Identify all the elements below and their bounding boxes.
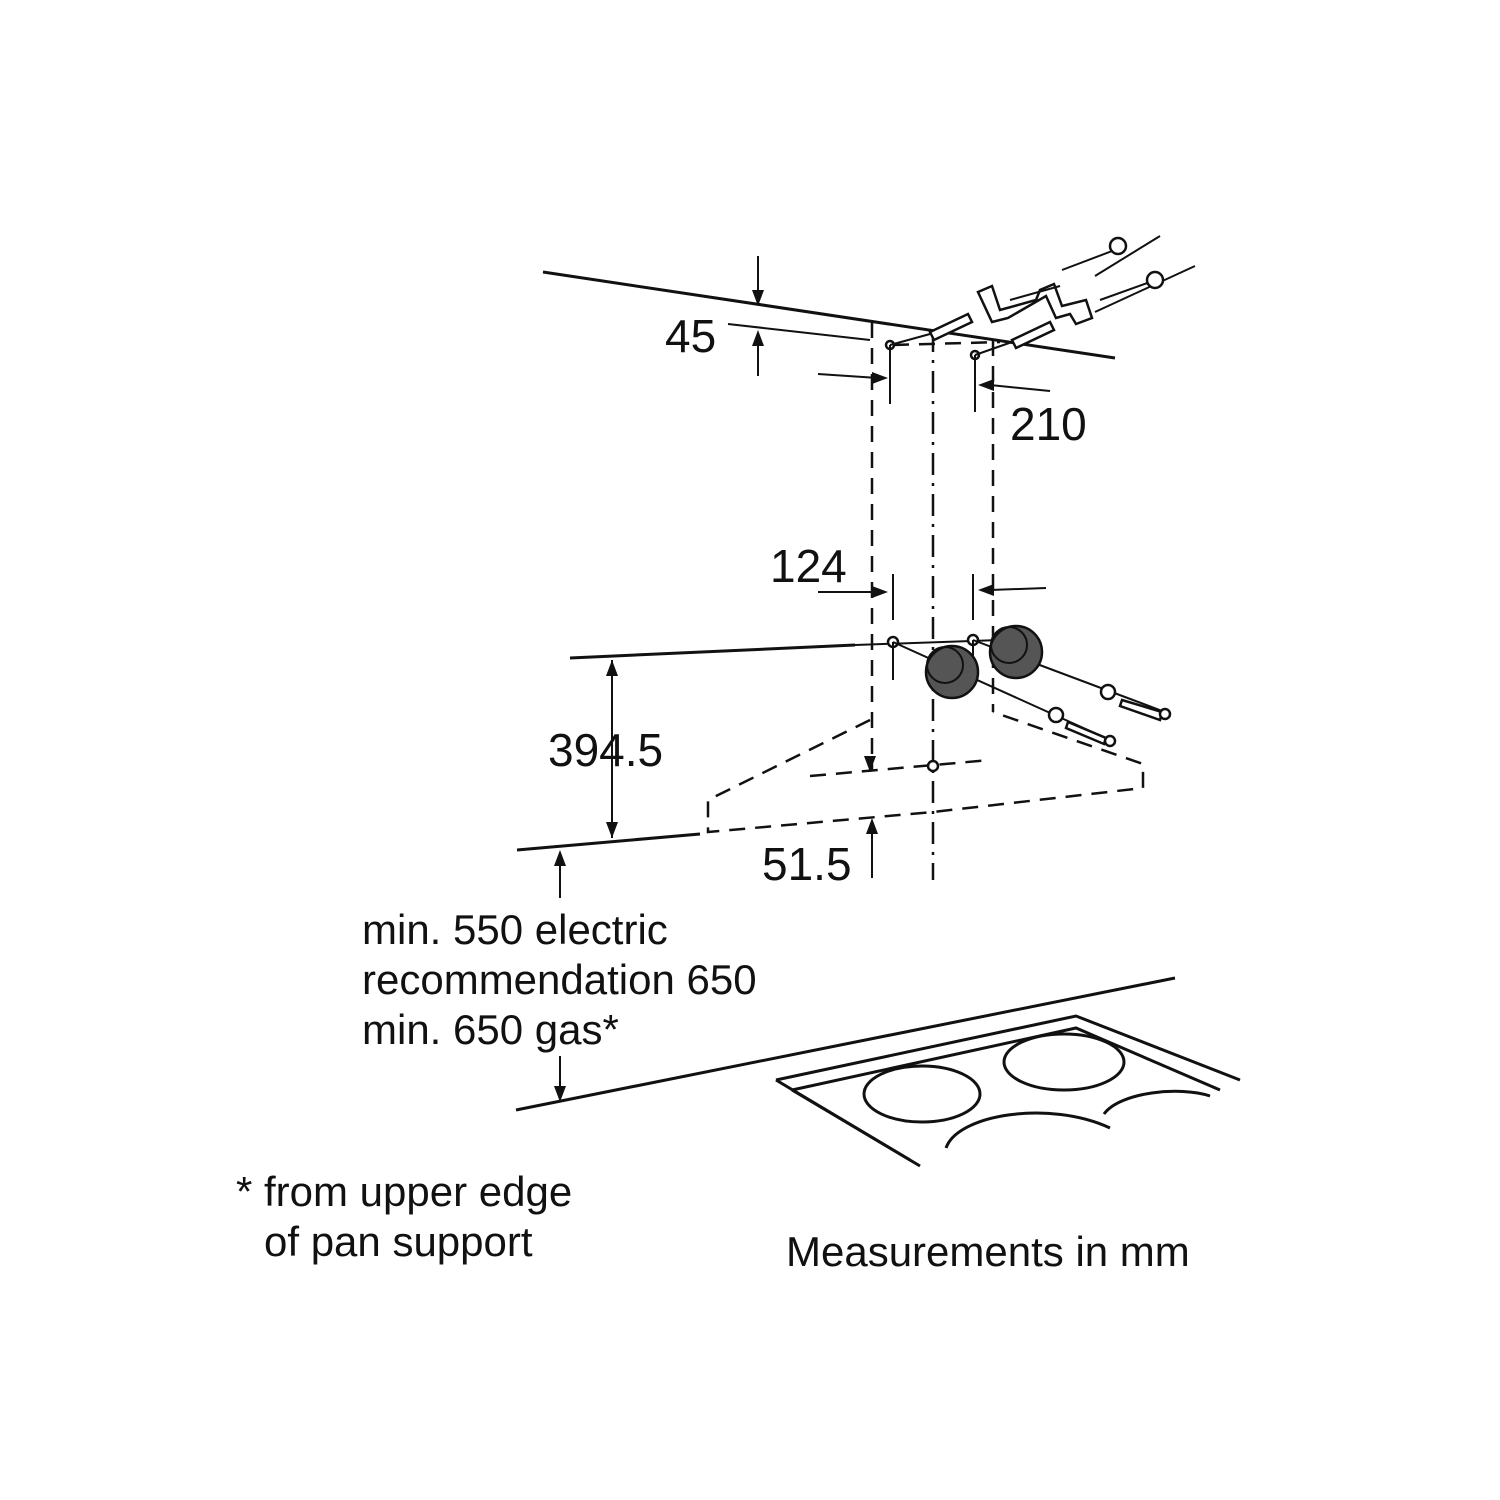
clearance-note-line1: min. 550 electric <box>362 906 668 953</box>
footnote-line1: * from upper edge <box>236 1168 572 1215</box>
clearance-arrows <box>554 850 566 1102</box>
lower-mounting-holes <box>854 633 1166 741</box>
burner-far-right <box>1102 1089 1211 1115</box>
burner-front-right <box>944 1111 1111 1149</box>
burner-front-left <box>862 1064 982 1124</box>
dimension-45-label: 45 <box>665 310 716 362</box>
footnote-line2: of pan support <box>264 1218 533 1265</box>
dimension-124-label: 124 <box>770 540 847 592</box>
lower-screws <box>1047 683 1172 748</box>
dimension-51-5-arrow <box>866 818 878 878</box>
clearance-note-line3: min. 650 gas* <box>362 1006 619 1053</box>
wall-bracket-assembly <box>889 235 1196 356</box>
dimension-210-arrows <box>817 372 1051 392</box>
chimney-outline <box>870 322 1001 880</box>
hood-canopy-outline <box>706 710 1145 834</box>
dimension-210-label: 210 <box>1010 398 1087 450</box>
top-reference-edge <box>542 270 1116 360</box>
dimension-51-5-label: 51.5 <box>762 838 852 890</box>
dimension-124-arrows <box>818 574 1047 620</box>
wall-plug-right <box>988 624 1044 680</box>
dimension-394-5-label: 394.5 <box>548 724 663 776</box>
units-caption: Measurements in mm <box>786 1228 1190 1275</box>
dimension-45-arrows <box>752 256 764 376</box>
wall-plug-left <box>924 644 980 700</box>
worktop-edge <box>515 976 1176 1112</box>
cooktop <box>775 1014 1241 1168</box>
dimension-394-5-lines <box>516 643 856 852</box>
burner-back-right <box>1002 1032 1126 1092</box>
clearance-note-line2: recommendation 650 <box>362 956 757 1003</box>
